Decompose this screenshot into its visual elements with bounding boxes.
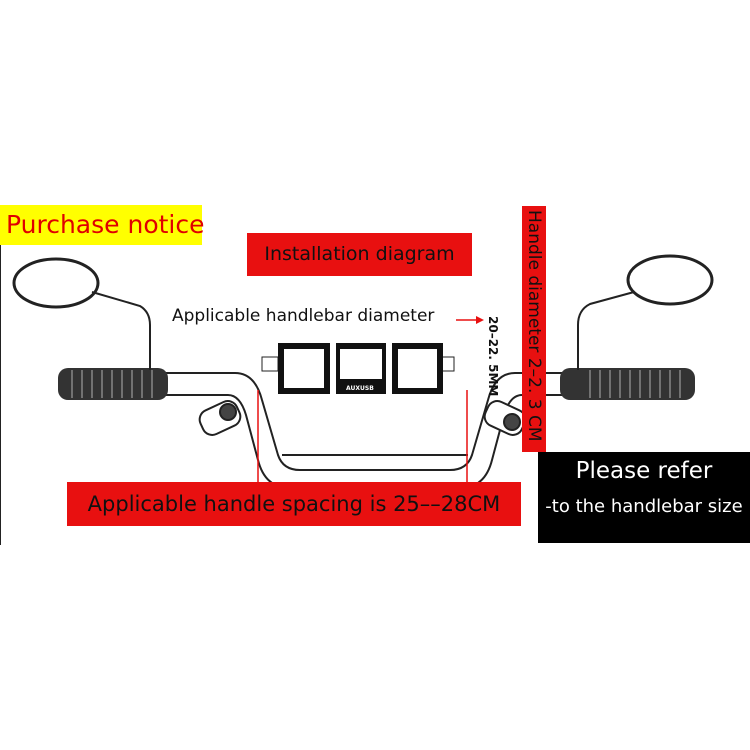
diameter-mm-label: 20–22. 5MM [480,316,500,396]
right-mirror [577,254,714,370]
right-clamp [483,400,527,436]
left-mirror [12,257,151,370]
purchase-notice-label: Purchase notice [0,205,205,245]
applicable-diameter-label: Applicable handlebar diameter [172,306,435,326]
refer-size-note: Please refer -to the handlebar size [538,452,750,543]
handle-diameter-banner: Handle diameter 2–2. 3 CM [522,206,546,452]
usb-label: USB [360,385,374,392]
handle-spacing-banner: Applicable handle spacing is 25––28CM [67,482,521,526]
installation-diagram-title: Installation diagram [247,233,472,276]
refer-line-1: Please refer [575,458,713,484]
arrow-icon [456,316,484,324]
left-grip [58,368,168,400]
refer-line-2: -to the handlebar size [545,496,743,517]
left-clamp [198,400,242,436]
aux-label: AUX [346,385,360,392]
handle-diameter-text: Handle diameter 2–2. 3 CM [524,210,544,442]
right-grip [560,368,695,400]
diameter-mm-text: 20–22. 5MM [486,316,500,397]
speaker-device [261,343,455,394]
